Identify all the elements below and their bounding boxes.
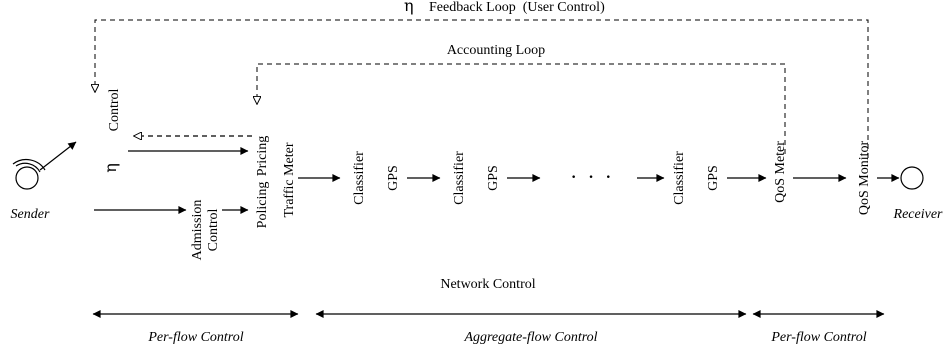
eta-control-symbol: η [101,163,120,173]
policing-label: Policing [255,182,270,229]
classifier-2: Classifier [452,151,467,205]
qos-monitor-label: QoS Monitor [857,141,872,216]
feedback-loop-label: Feedback Loop (User Control) [429,0,605,15]
receiver: Receiver [893,166,944,222]
admission-control-line2: Control [206,209,221,252]
sender-label: Sender [11,207,50,222]
feedback-loop-eta-symbol: η [404,0,414,15]
gps-2: GPS [486,165,501,191]
pricing-block: Pricing [255,136,270,176]
gps-1: GPS [386,165,401,191]
classifier-3: Classifier [672,151,687,205]
classifier-2-label: Classifier [452,151,467,205]
policing-block: Policing [255,182,270,229]
sender-node [15,166,39,190]
gps-1-label: GPS [386,165,401,191]
feedback-loop: η Feedback Loop (User Control) [95,0,869,158]
feedback-loop-line [95,19,869,158]
receiver-node [900,166,924,190]
per-flow-left-label: Per-flow Control [147,330,243,345]
admission-control-block: Admission Control [190,200,221,261]
sender-to-control-arrow [39,141,77,171]
accounting-loop: Accounting Loop [257,43,786,154]
network-control-label: Network Control [440,277,535,292]
per-flow-right-label: Per-flow Control [770,330,866,345]
accounting-loop-line [257,63,786,154]
classifier-3-label: Classifier [672,151,687,205]
qos-monitor-block: QoS Monitor [857,141,872,216]
traffic-meter-label: Traffic Meter [282,142,297,217]
pricing-label: Pricing [255,136,270,176]
gps-3-label: GPS [706,165,721,191]
traffic-meter-block: Traffic Meter [282,142,297,217]
gps-3: GPS [706,165,721,191]
eta-control-label: Control [107,89,122,132]
classifier-1-label: Classifier [352,151,367,205]
admission-control-line1: Admission [190,200,205,261]
gps-2-label: GPS [486,165,501,191]
eta-control-symbol-group: η [101,163,120,173]
sender-emission-arc [15,162,41,173]
eta-control-block: Control [107,89,122,132]
qos-meter-block: QoS Meter [773,141,788,203]
classifier-1: Classifier [352,151,367,205]
accounting-loop-label: Accounting Loop [447,43,545,58]
receiver-label: Receiver [893,207,944,222]
qos-meter-label: QoS Meter [773,141,788,203]
sender: Sender [11,141,77,222]
ellipsis: · · · [571,169,611,186]
aggregate-flow-label: Aggregate-flow Control [463,330,597,345]
